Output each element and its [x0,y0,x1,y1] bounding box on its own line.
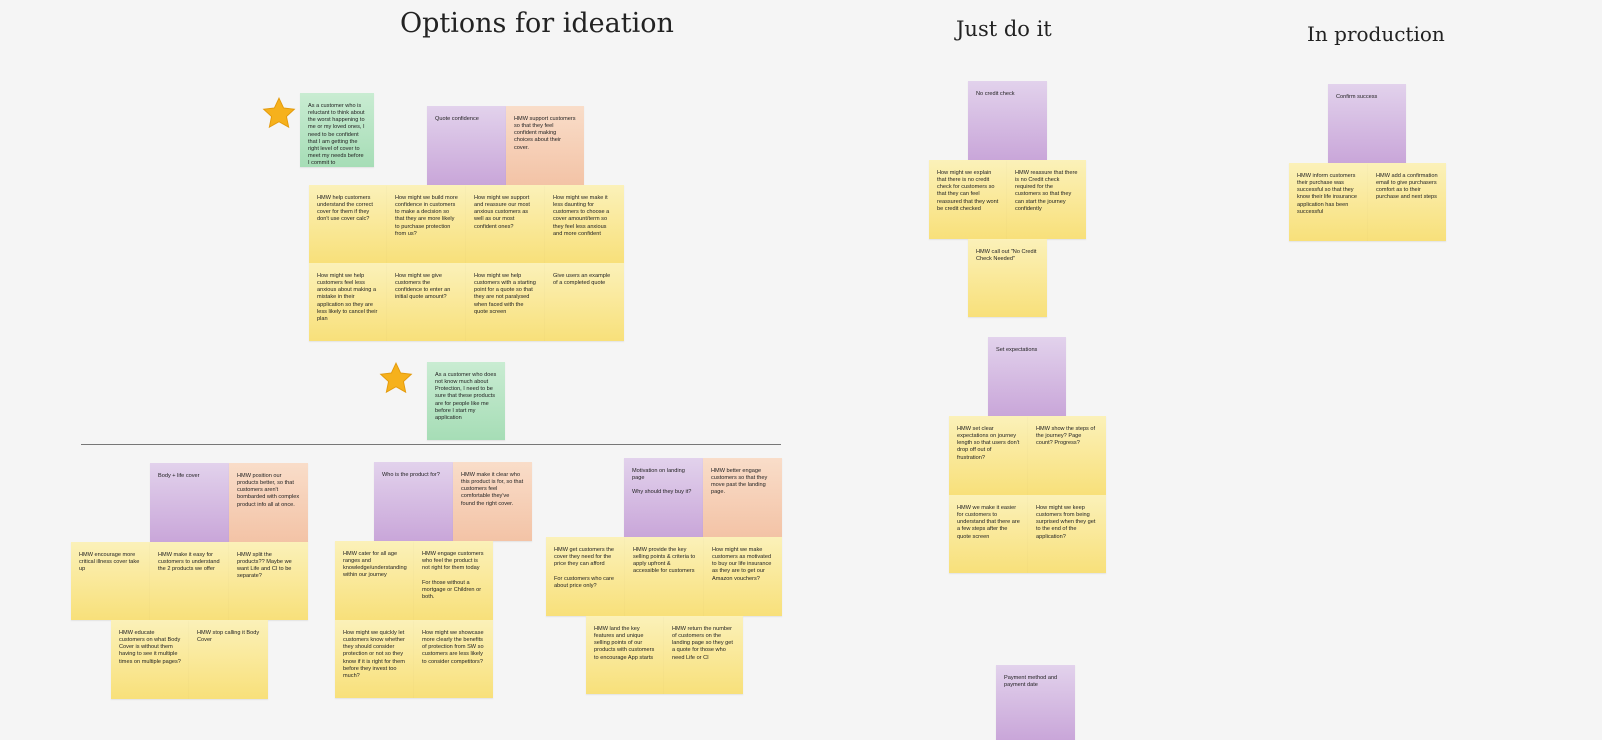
sticky-note[interactable]: HMW provide the key selling points & cri… [625,537,704,616]
theme-note-motivation[interactable]: Motivation on landing page Why should th… [624,458,703,537]
heading-just-do-it: Just do it [956,17,1052,41]
sticky-note[interactable]: How might we help customers with a start… [466,263,545,341]
sticky-note[interactable]: How might we quickly let customers know … [335,620,414,698]
heading-in-production: In production [1307,22,1445,46]
divider-line [81,444,781,445]
sticky-note[interactable]: HMW encourage more critical illness cove… [71,542,150,620]
theme-note-confirm-success[interactable]: Confirm success [1328,84,1406,163]
sticky-note[interactable]: HMW return the number of customers on th… [664,616,743,694]
sticky-note[interactable]: How might we keep customers from being s… [1028,495,1106,573]
heading-options-for-ideation: Options for ideation [400,8,674,39]
sticky-note[interactable]: HMW show the steps of the journey? Page … [1028,416,1106,495]
sticky-note[interactable]: HMW split the products?? Maybe we want L… [229,542,308,620]
sticky-note[interactable]: HMW set clear expectations on journey le… [949,416,1028,495]
hmw-note[interactable]: HMW support customers so that they feel … [506,106,584,185]
theme-note-who-is-product-for[interactable]: Who is the product for? [374,462,453,541]
sticky-note[interactable]: HMW add a confirmation email to give pur… [1368,163,1446,241]
sticky-note[interactable]: How might we build more confidence in cu… [387,185,466,263]
sticky-note[interactable]: HMW stop calling it Body Cover [189,620,268,699]
sticky-note[interactable]: HMW engage customers who feel the produc… [414,541,493,620]
sticky-note[interactable]: HMW educate customers on what Body Cover… [111,620,189,699]
sticky-note[interactable]: HMW reassure that there is no Credit che… [1007,160,1086,239]
star-icon[interactable] [260,95,298,133]
sticky-note[interactable]: HMW cater for all age ranges and knowled… [335,541,414,620]
sticky-note[interactable]: How might we showcase more clearly the b… [414,620,493,698]
sticky-note[interactable]: How might we help customers feel less an… [309,263,387,341]
sticky-note[interactable]: Give users an example of a completed quo… [545,263,624,341]
theme-note-quote-confidence[interactable]: Quote confidence [427,106,506,185]
persona-note[interactable]: As a customer who does not know much abo… [427,362,505,440]
sticky-note[interactable]: HMW inform customers their purchase was … [1289,163,1368,241]
sticky-note[interactable]: HMW get customers the cover they need fo… [546,537,625,616]
sticky-note[interactable]: How might we give customers the confiden… [387,263,466,341]
theme-note-payment[interactable]: Payment method and payment date [996,665,1075,740]
theme-note-body-life-cover[interactable]: Body + life cover [150,463,229,542]
hmw-note[interactable]: HMW better engage customers so that they… [703,458,782,537]
persona-note[interactable]: As a customer who is reluctant to think … [300,93,374,167]
sticky-note[interactable]: How might we support and reassure our mo… [466,185,545,263]
hmw-note[interactable]: HMW position our products better, so tha… [229,463,308,542]
hmw-note[interactable]: HMW make it clear who this product is fo… [453,462,532,541]
sticky-note[interactable]: How might we make customers as motivated… [704,537,782,616]
sticky-note[interactable]: HMW land the key features and unique sel… [586,616,664,694]
sticky-note[interactable]: HMW we make it easier for customers to u… [949,495,1028,573]
theme-note-set-expectations[interactable]: Set expectations [988,337,1066,416]
sticky-note[interactable]: HMW make it easy for customers to unders… [150,542,229,620]
theme-note-no-credit-check[interactable]: No credit check [968,81,1047,160]
sticky-note[interactable]: HMW call out "No Credit Check Needed" [968,239,1047,317]
sticky-note[interactable]: HMW help customers understand the correc… [309,185,387,263]
sticky-note[interactable]: How might we make it less daunting for c… [545,185,624,263]
star-icon[interactable] [377,360,415,398]
sticky-note[interactable]: How might we explain that there is no cr… [929,160,1007,239]
